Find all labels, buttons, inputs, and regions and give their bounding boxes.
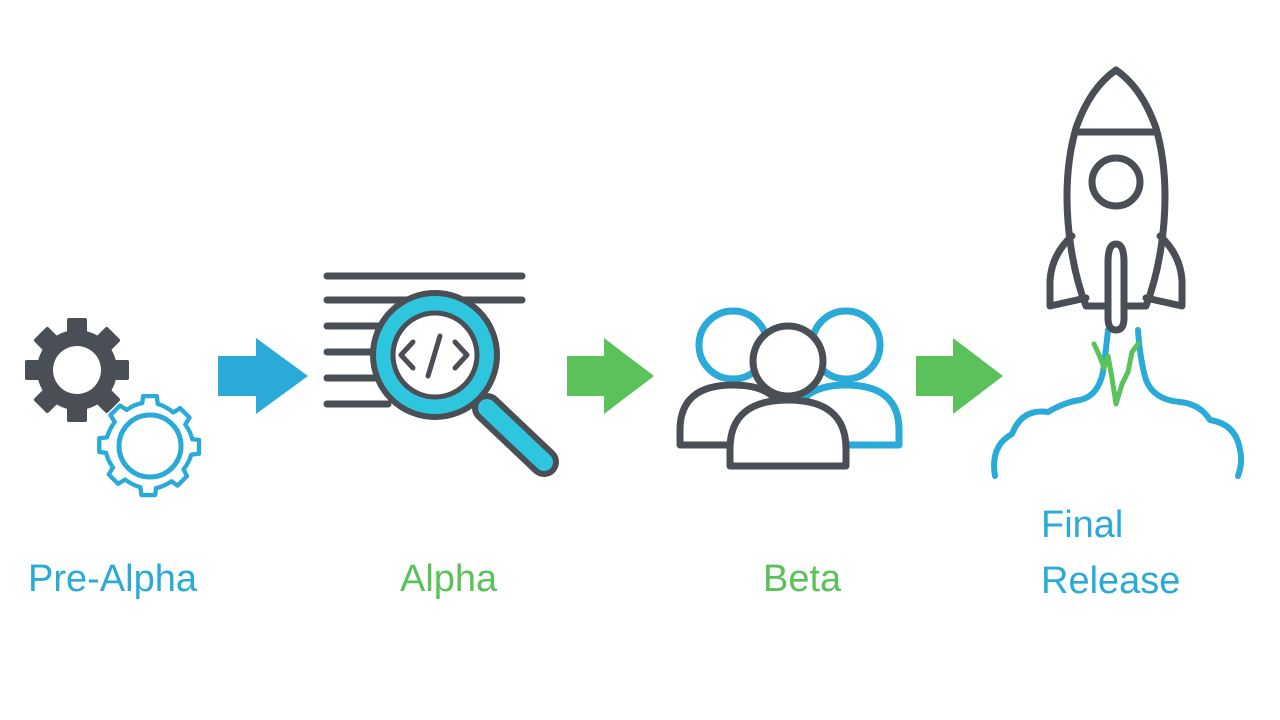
stage-label-final-line2: Release [1041, 560, 1181, 602]
arrow-right-icon [916, 338, 1003, 414]
stage-label-pre-alpha: Pre-Alpha [28, 558, 197, 600]
stage-label-beta: Beta [763, 558, 842, 600]
stage-label-final-line1: Final [1041, 504, 1124, 546]
users-group-icon [676, 307, 903, 470]
dark-gear-icon [25, 318, 129, 422]
blue-gear-icon [97, 393, 202, 498]
code-icon [398, 333, 470, 379]
arrow-right-icon [567, 338, 654, 414]
stage-label-alpha: Alpha [400, 558, 498, 600]
gears-icon [25, 318, 202, 498]
rocket-launch-icon [991, 66, 1245, 479]
flame-icon [1091, 341, 1141, 407]
arrow-right-icon [218, 338, 308, 414]
magnifier-code-icon [323, 272, 559, 477]
stage-label-final-release: Final Release [1041, 497, 1180, 609]
